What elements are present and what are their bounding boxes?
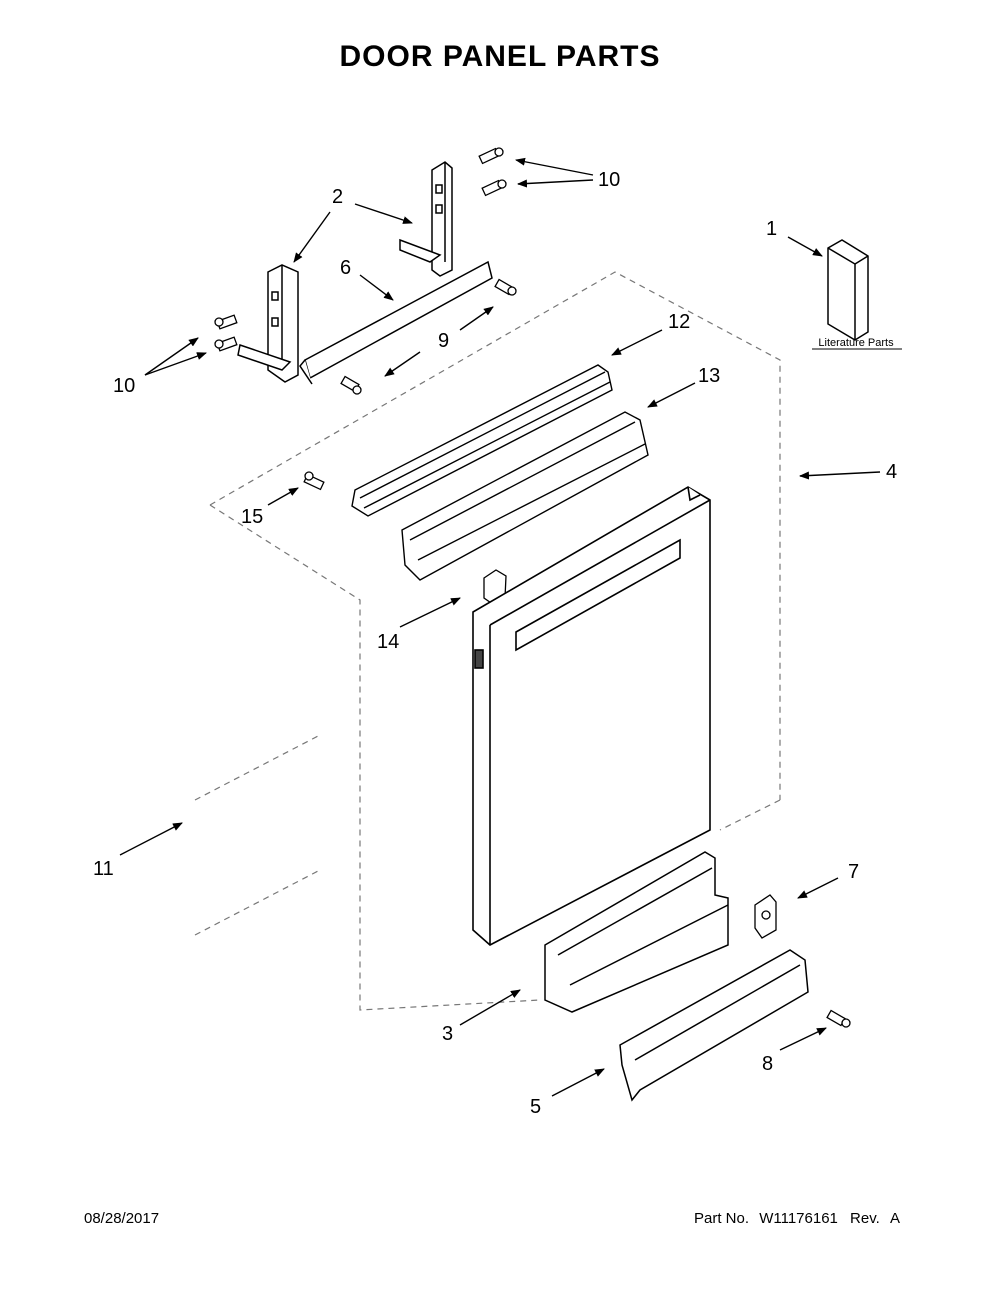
page-title: DOOR PANEL PARTS (339, 40, 661, 73)
hinge-bracket-right (399, 161, 453, 277)
callout-10-left: 10 (113, 375, 135, 397)
door-clip (754, 894, 777, 939)
screw-icon (481, 179, 507, 197)
rev-value: A (889, 1210, 900, 1227)
screw-icon (303, 471, 325, 491)
literature-booklet (827, 239, 869, 341)
toe-kick (544, 851, 729, 1013)
callout-5: 5 (530, 1096, 541, 1118)
callout-11: 11 (93, 858, 114, 880)
callout-7: 7 (848, 861, 859, 883)
callout-14: 14 (377, 631, 399, 653)
part-no-value: W11176161 (759, 1210, 838, 1227)
callout-1: 1 (766, 218, 777, 240)
vent-lower (401, 411, 649, 581)
screw-icon (478, 147, 504, 165)
part-no-label: Part No. (694, 1210, 750, 1227)
callout-8: 8 (762, 1053, 773, 1075)
screw-icon (826, 1009, 851, 1028)
screw-icon (214, 336, 238, 352)
callout-13: 13 (698, 365, 720, 387)
callout-4: 4 (886, 461, 897, 483)
literature-label: Literature Parts (818, 337, 894, 349)
toe-kick-bracket (619, 949, 809, 1102)
footer-part-info: Part No. W11176161 Rev. A (694, 1210, 900, 1227)
callout-12: 12 (668, 311, 690, 333)
callout-9: 9 (438, 330, 449, 352)
callout-15: 15 (241, 506, 263, 528)
support-rail (299, 260, 493, 385)
cabinet-outline (194, 271, 781, 1011)
screw-icon (494, 278, 517, 296)
hinge-bracket-left (237, 264, 299, 383)
callout-arrows (119, 157, 881, 1097)
callout-3: 3 (442, 1023, 453, 1045)
rev-label: Rev. (850, 1210, 880, 1227)
callout-labels: 1 2 3 4 5 6 7 8 9 10 10 11 12 13 14 15 (93, 169, 897, 1118)
screws (214, 147, 851, 1028)
callout-10-top: 10 (598, 169, 620, 191)
callout-2: 2 (332, 186, 343, 208)
vent-upper (351, 364, 613, 517)
screw-icon (340, 375, 362, 395)
footer-date: 08/28/2017 (84, 1210, 160, 1227)
door-panel (472, 486, 711, 946)
screw-icon (214, 314, 238, 330)
callout-6: 6 (340, 257, 351, 279)
